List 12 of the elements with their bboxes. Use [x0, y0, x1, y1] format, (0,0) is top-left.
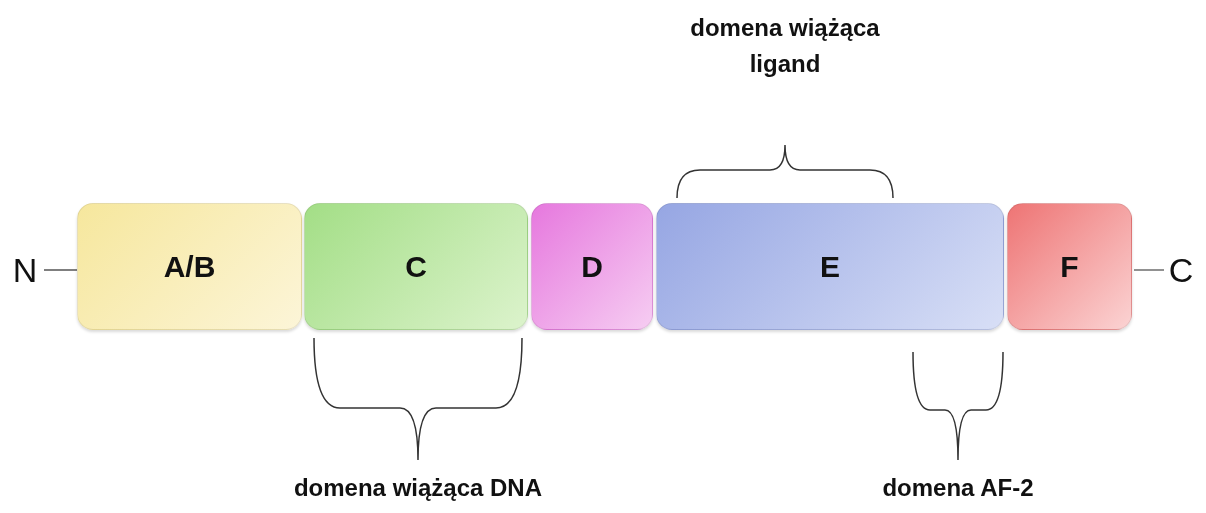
domain-label: domena AF-2	[881, 473, 1035, 503]
domain-label: domena wiążąca ligand	[689, 13, 881, 79]
domain-box: C	[304, 203, 528, 330]
domain-box: D	[531, 203, 653, 330]
terminus-label: C	[1164, 248, 1198, 292]
domain-box: A/B	[77, 203, 302, 330]
domain-box: E	[656, 203, 1004, 330]
connector-line	[1133, 269, 1165, 271]
connector-line	[43, 269, 78, 271]
domain-box: F	[1007, 203, 1132, 330]
terminus-label: N	[8, 248, 42, 292]
domain-label: domena wiążąca DNA	[292, 473, 544, 503]
